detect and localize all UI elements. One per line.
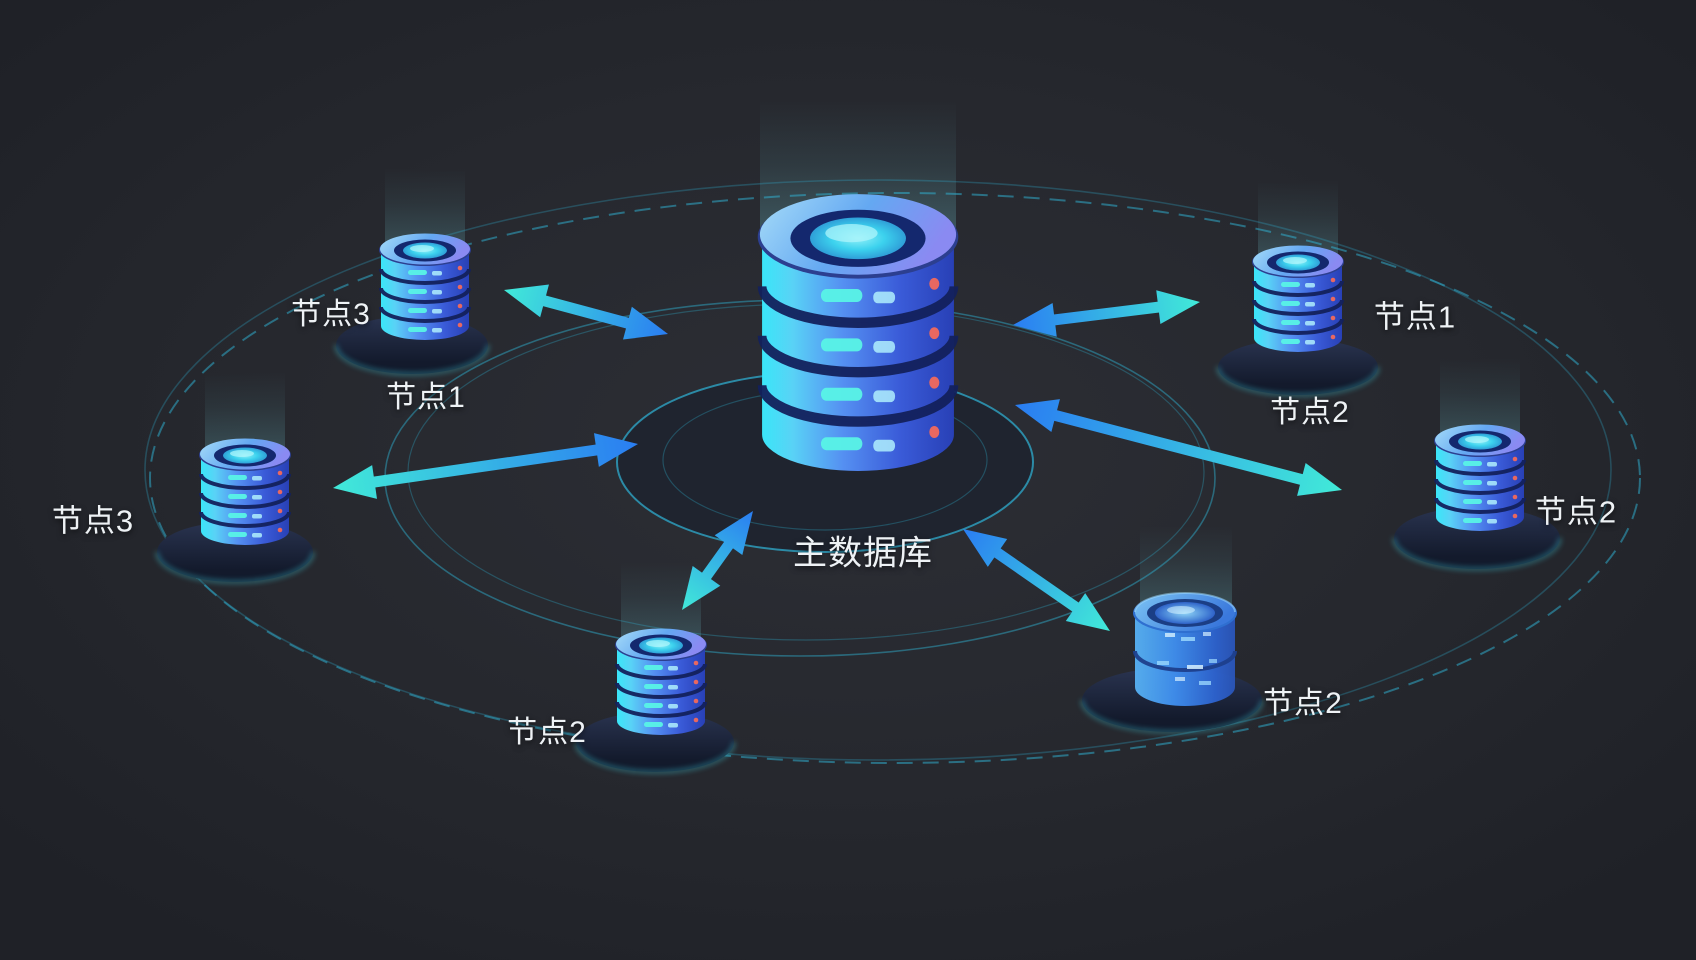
master-db xyxy=(758,194,959,471)
node-top-right-platform xyxy=(1218,339,1378,395)
arrow-master-bottomleft-head-master xyxy=(714,511,753,556)
arrow-master-bottomright-head-master xyxy=(963,529,1008,567)
arrow-master-topleft-head-node xyxy=(504,284,549,318)
arrow-master-right-head-master xyxy=(1015,399,1060,433)
node-top-left-platform-glow xyxy=(334,344,490,376)
arrow-master-right-head-node xyxy=(1297,462,1342,496)
node-far-left-platform-glow xyxy=(155,551,315,584)
node-far-right-platform-glow xyxy=(1392,537,1562,571)
node-far-right xyxy=(1432,422,1528,533)
arrow-master-bottomleft xyxy=(682,511,753,610)
node-far-right-beam xyxy=(1440,358,1520,436)
node-bottom-right xyxy=(1131,591,1239,708)
arrow-master-topright-head-node xyxy=(1156,290,1200,324)
node-far-left-beam xyxy=(205,372,285,450)
arrow-master-bottomright-head-node xyxy=(1065,593,1110,631)
arrow-master-topright xyxy=(1013,290,1200,337)
arrow-master-topleft-shaft xyxy=(531,292,641,332)
node-top-left-beam xyxy=(385,168,465,246)
node-bottom-left-platform-glow xyxy=(574,741,736,774)
node-far-left xyxy=(197,436,293,547)
node-top-right xyxy=(1250,243,1346,354)
node-top-left xyxy=(377,231,473,342)
node-bottom-right-platform-glow xyxy=(1080,699,1264,734)
arrow-master-right-shaft xyxy=(1042,407,1315,488)
arrow-master-left xyxy=(333,433,638,499)
node-top-right-platform-glow xyxy=(1216,366,1380,397)
arrow-master-left-shaft xyxy=(362,442,609,490)
sync-arrows xyxy=(333,284,1342,631)
arrow-master-topright-shaft xyxy=(1042,300,1171,327)
arrow-master-bottomright xyxy=(963,529,1110,631)
node-bottom-right-beam xyxy=(1140,526,1232,604)
arrow-master-left-head-master xyxy=(594,433,638,467)
arrow-master-bottomright-shaft xyxy=(984,541,1089,619)
arrow-master-topleft xyxy=(504,284,668,340)
arrow-master-left-head-node xyxy=(333,465,377,499)
orbit-outer-solid xyxy=(144,179,1612,761)
orbit-outer-dashed xyxy=(149,192,1641,764)
arrow-master-topleft-head-master xyxy=(623,306,668,340)
arrow-master-bottomleft-head-node xyxy=(682,565,721,610)
arrow-master-topright-head-master xyxy=(1013,303,1057,337)
node-top-right-beam xyxy=(1258,180,1338,258)
arrow-master-right xyxy=(1015,399,1342,496)
node-bottom-left xyxy=(613,626,709,737)
